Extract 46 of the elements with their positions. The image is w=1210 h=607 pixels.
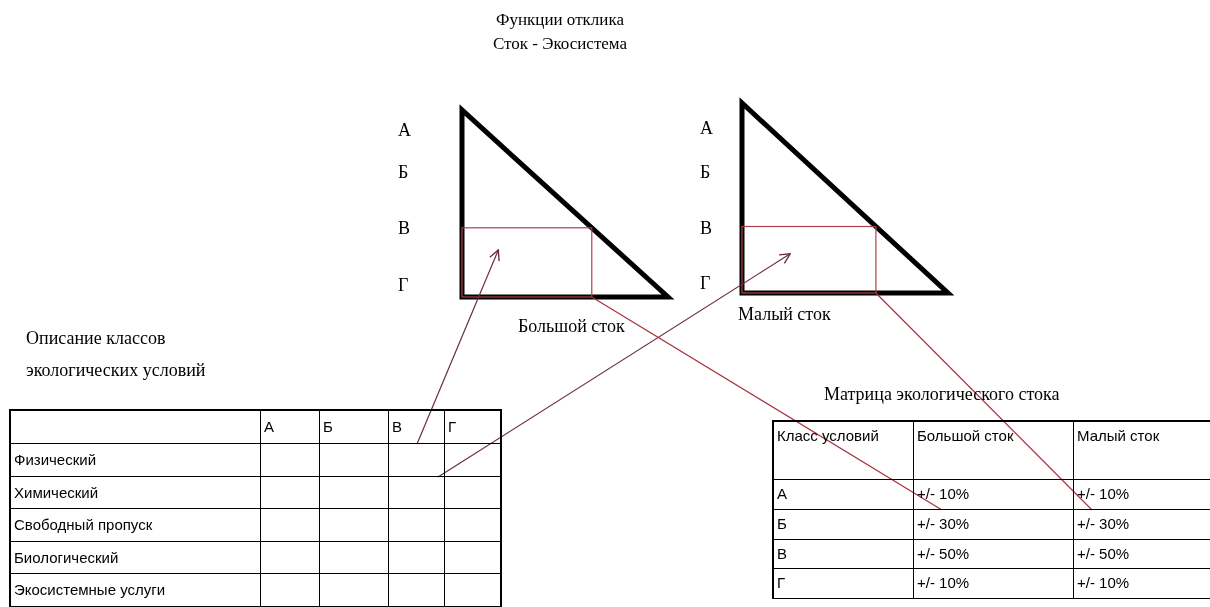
table-cell xyxy=(389,477,445,509)
axis-label: А xyxy=(398,120,411,140)
arrow xyxy=(416,249,500,445)
value-cell: +/- 10% xyxy=(1074,569,1210,599)
row-header: Физический xyxy=(11,444,261,477)
table-heading: Описание классов экологических условий xyxy=(26,327,207,382)
chart-caption: Малый сток xyxy=(738,303,831,325)
value-cell: +/- 10% xyxy=(914,569,1074,599)
axis-label: В xyxy=(700,218,712,238)
value-cell: +/- 10% xyxy=(1074,480,1210,510)
axis-label: Г xyxy=(700,273,711,293)
highlight-rectangle xyxy=(461,227,593,298)
row-header: Химический xyxy=(11,477,261,509)
row-header: Свободный пропуск xyxy=(11,509,261,542)
arrow xyxy=(437,253,791,478)
connector-line xyxy=(875,292,1093,511)
diagram-title: Функции отклика Сток - Экосистема xyxy=(491,9,629,55)
value-cell: +/- 50% xyxy=(914,540,1074,569)
data-table xyxy=(772,420,1210,599)
column-header: Г xyxy=(445,411,500,444)
highlight-rectangle xyxy=(741,225,877,294)
axis-label: Б xyxy=(700,162,711,182)
axis-label: А xyxy=(700,118,713,138)
row-header: В xyxy=(774,540,914,569)
column-header: Малый сток xyxy=(1074,422,1210,480)
column-header: А xyxy=(261,411,320,444)
column-header: Класс условий xyxy=(774,422,914,480)
value-cell: +/- 50% xyxy=(1074,540,1210,569)
row-header: А xyxy=(774,480,914,510)
column-header: Б xyxy=(320,411,389,444)
value-cell: +/- 10% xyxy=(914,480,1074,510)
data-table xyxy=(9,409,502,607)
value-cell: +/- 30% xyxy=(1074,510,1210,540)
row-header: Экосистемные услуги xyxy=(11,574,261,607)
table-cell xyxy=(389,444,445,477)
column-header: В xyxy=(389,411,445,444)
chart-caption: Большой сток xyxy=(518,315,625,337)
value-cell: +/- 30% xyxy=(914,510,1074,540)
axis-label: Г xyxy=(398,275,409,295)
row-header: Биологический xyxy=(11,542,261,574)
connector-line xyxy=(591,296,943,511)
row-header: Г xyxy=(774,569,914,599)
column-header: Большой сток xyxy=(914,422,1074,480)
axis-label: В xyxy=(398,218,410,238)
row-header: Б xyxy=(774,510,914,540)
axis-label: Б xyxy=(398,162,409,182)
